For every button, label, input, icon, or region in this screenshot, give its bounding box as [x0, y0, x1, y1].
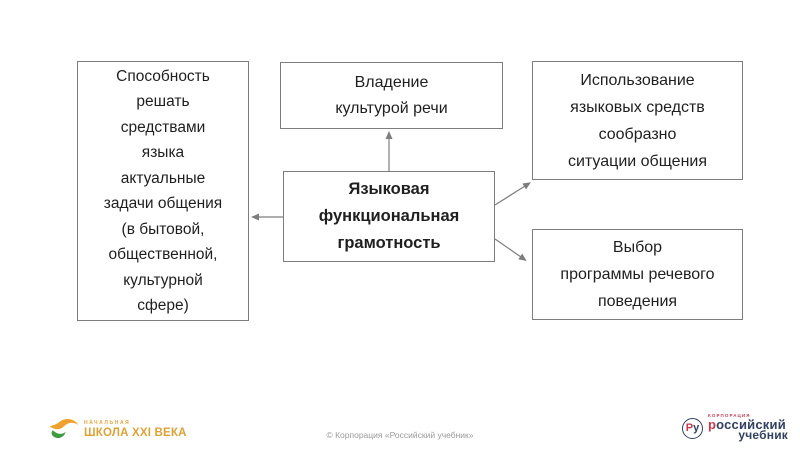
publisher-name-line1: российский [708, 417, 788, 432]
box-center-text: Языковая функциональная грамотность [318, 180, 460, 252]
box-bottom-right-text: Выбор программы речевого поведения [560, 239, 715, 310]
monogram-letter-u: у [693, 422, 700, 434]
publisher-name-first-letter: р [708, 417, 717, 432]
monogram-letter-r: Р [685, 422, 694, 434]
school-logo-text: НАЧАЛЬНАЯ ШКОЛА XXI ВЕКА [84, 420, 187, 439]
publisher-name-line2: учебник [738, 428, 788, 442]
school-logo-bottom-label: ШКОЛА XXI ВЕКА [84, 427, 187, 439]
publisher-logo-text: КОРПОРАЦИЯ российский учебник [708, 413, 788, 441]
publisher-name-rest: оссийский [716, 417, 786, 432]
box-top-right-language-means: Использование языковых средств сообразно… [532, 61, 743, 180]
box-top-text: Владение культурой речи [335, 73, 448, 117]
box-center-language-literacy: Языковая функциональная грамотность [283, 171, 495, 262]
arrow-to-bottom-right-box [494, 238, 527, 261]
box-top-right-text: Использование языковых средств сообразно… [567, 71, 708, 170]
box-left-ability: Способность решать средствами языка акту… [77, 61, 249, 321]
school-logo-bird-icon [49, 419, 79, 439]
box-bottom-right-speech-program: Выбор программы речевого поведения [532, 229, 743, 320]
arrow-to-top-right-box [494, 182, 531, 206]
publisher-corp-label: КОРПОРАЦИЯ [708, 413, 751, 418]
box-left-text: Способность решать средствами языка акту… [103, 67, 223, 315]
school-logo-top-label: НАЧАЛЬНАЯ [84, 420, 131, 426]
box-top-speech-culture: Владение культурой речи [280, 62, 503, 129]
school-xxi-veka-logo: НАЧАЛЬНАЯ ШКОЛА XXI ВЕКА [48, 417, 187, 442]
copyright-text: © Корпорация «Российский учебник» [326, 430, 474, 440]
